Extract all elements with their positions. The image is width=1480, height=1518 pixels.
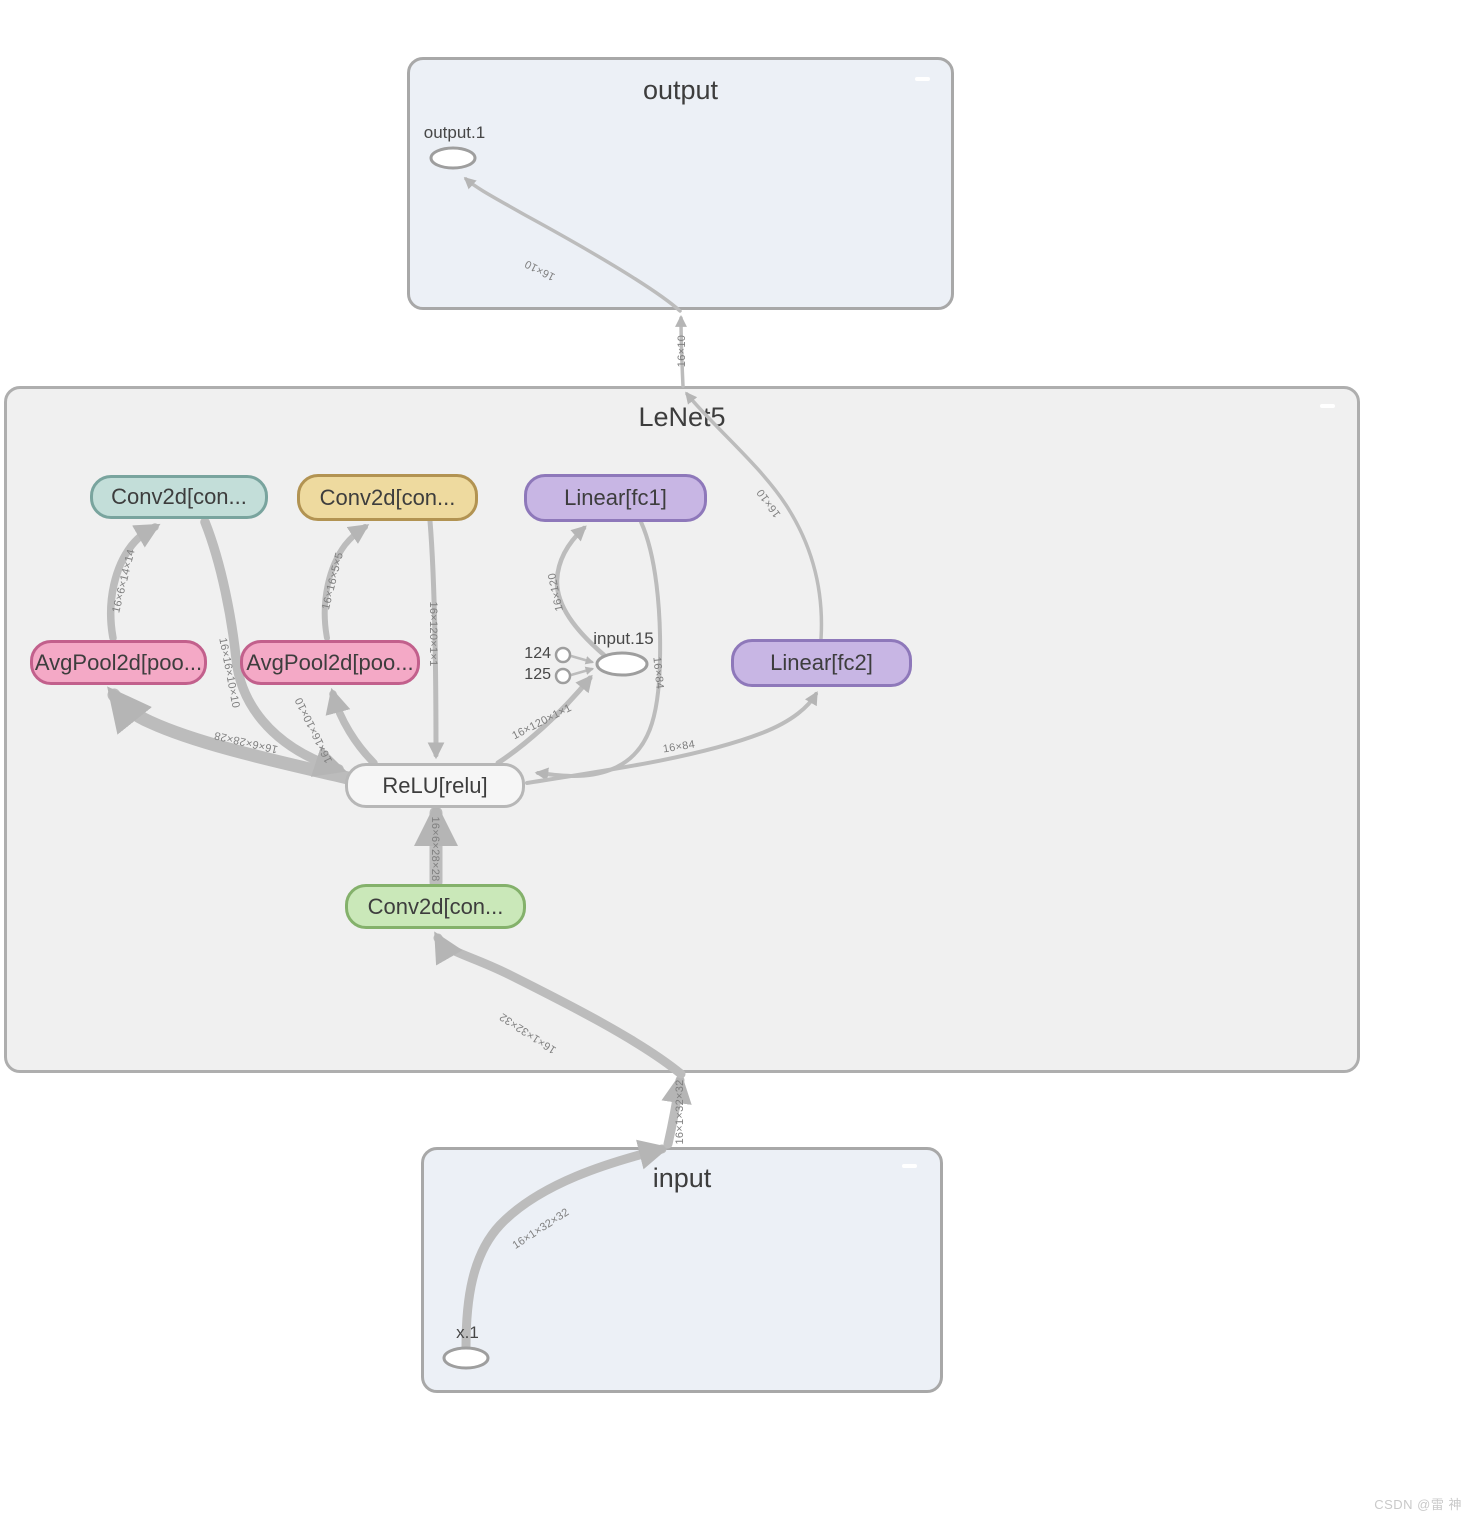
edge-label-conv3-out: 16×120×1×1	[427, 601, 439, 667]
edge-125-to-input15	[569, 666, 595, 677]
const-label-125: 125	[524, 666, 551, 683]
port-label-x1: x.1	[456, 1323, 479, 1342]
edge-pool1-to-conv2	[107, 523, 161, 642]
const-node-125[interactable]	[554, 667, 572, 685]
const-node-124[interactable]	[554, 646, 572, 664]
node-label: ReLU[relu]	[382, 772, 488, 798]
node-linear-fc2[interactable]: Linear[fc2]	[731, 639, 912, 687]
node-label: Conv2d[con...	[111, 484, 247, 509]
edge-relu-to-fc2	[525, 691, 818, 785]
edge-fc2-to-lenet-top	[685, 391, 824, 641]
group-output[interactable]: output	[407, 57, 954, 310]
port-x1[interactable]	[442, 1346, 490, 1370]
node-relu[interactable]: ReLU[relu]	[345, 763, 525, 808]
node-label: AvgPool2d[poo...	[34, 649, 203, 675]
edge-lenet-entry-to-conv1	[433, 931, 686, 1079]
group-input[interactable]: input	[421, 1147, 943, 1393]
port-output1[interactable]	[429, 146, 477, 170]
collapse-minus-icon[interactable]	[902, 1164, 917, 1168]
node-label: Conv2d[con...	[319, 484, 456, 510]
node-conv2d-conv2[interactable]: Conv2d[con...	[90, 475, 268, 519]
edge-output-entry-to-output1	[463, 177, 682, 313]
edge-input15-to-fc1	[554, 525, 607, 658]
collapse-minus-icon[interactable]	[1320, 404, 1335, 408]
port-label-input15: input.15	[593, 629, 654, 648]
group-lenet5-title: LeNet5	[638, 402, 726, 432]
node-avgpool2d-pool2[interactable]: AvgPool2d[poo...	[240, 640, 420, 685]
edge-124-to-input15	[569, 654, 595, 665]
node-label: AvgPool2d[poo...	[246, 649, 414, 675]
edge-label-gap-in: 16×1×32×32	[674, 1079, 686, 1145]
edge-x1-to-input-top	[461, 1139, 670, 1352]
port-input15[interactable]	[595, 651, 649, 677]
edge-pool2-to-conv3	[321, 524, 370, 641]
node-conv2d-conv1[interactable]: Conv2d[con...	[345, 884, 526, 929]
edge-relu-to-pool1	[107, 686, 355, 785]
node-label: Conv2d[con...	[367, 893, 504, 919]
watermark-text: CSDN @雷 神	[1374, 1497, 1462, 1512]
const-label-124: 124	[524, 645, 551, 662]
edge-conv3-to-relu	[427, 518, 445, 760]
edge-relu-to-pool2	[325, 687, 378, 767]
node-label: Linear[fc2]	[770, 650, 873, 675]
node-avgpool2d-pool1[interactable]: AvgPool2d[poo...	[30, 640, 207, 685]
edge-label-gap-16x10: 16×10	[676, 334, 688, 368]
edge-gap-input-lenet	[661, 1072, 692, 1149]
edge-gap-lenet-output	[675, 315, 687, 388]
port-label-output1: output.1	[423, 123, 486, 142]
edge-label-conv1-out: 16×6×28×28	[429, 816, 441, 882]
node-label: Linear[fc1]	[564, 485, 667, 510]
collapse-minus-icon[interactable]	[915, 77, 930, 81]
group-output-title: output	[642, 75, 719, 105]
node-conv2d-conv3[interactable]: Conv2d[con...	[297, 474, 478, 521]
node-linear-fc1[interactable]: Linear[fc1]	[524, 474, 707, 522]
edge-relu-to-input15	[495, 674, 593, 766]
edge-conv2-to-relu	[200, 517, 347, 777]
